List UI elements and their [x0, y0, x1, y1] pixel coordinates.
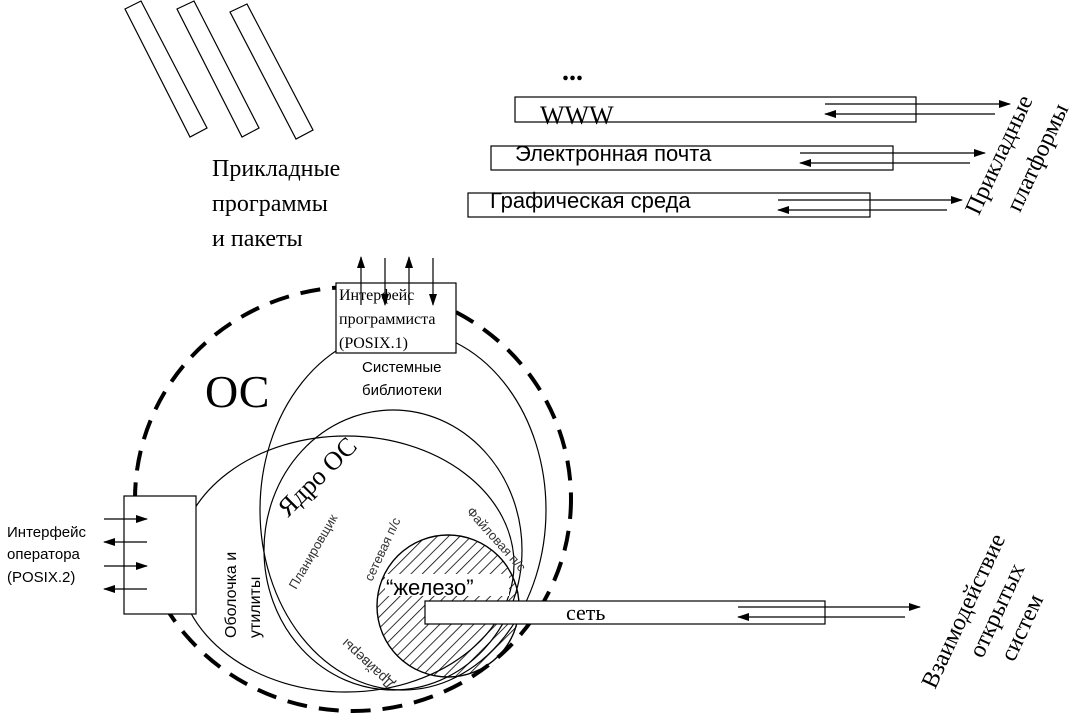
applications-label-line2: программы — [212, 191, 328, 217]
app-bar-2 — [176, 0, 260, 138]
hardware-label-bg — [385, 574, 509, 596]
operator-interface-line2: оператора — [7, 546, 81, 563]
network-label: сеть — [566, 600, 605, 625]
os-label: ОС — [205, 366, 269, 417]
kernel-circle — [263, 409, 523, 691]
network-box — [424, 600, 826, 625]
operator-interface-line3: (POSIX.2) — [7, 569, 75, 586]
shell-utilities-line1: Оболочка и — [223, 552, 240, 638]
operator-interface-arrows — [103, 515, 148, 593]
app-bar-3 — [229, 3, 314, 140]
graphics-label: Графическая среда — [490, 188, 691, 213]
programmer-interface-line1: Интерфейс — [339, 287, 414, 304]
shell-utilities-label: Оболочка и утилиты — [223, 552, 264, 638]
network-arrows — [737, 603, 921, 621]
shell-utilities-line2: утилиты — [247, 577, 264, 638]
applications-label-line3: и пакеты — [212, 226, 303, 252]
system-libraries-line1: Системные — [362, 359, 441, 376]
programmer-interface-line3: (POSIX.1) — [339, 335, 408, 352]
applications-label-line1: Прикладные — [212, 156, 340, 182]
operator-interface-box — [123, 495, 197, 615]
www-box — [514, 96, 917, 123]
platforms-label: Прикладные платформы — [961, 91, 1075, 218]
platform-arrows — [777, 100, 1011, 214]
email-label: Электронная почта — [515, 141, 712, 166]
platform-ellipsis: ... — [562, 56, 583, 87]
programmer-interface-arrows — [357, 256, 437, 306]
www-label: WWW — [540, 101, 614, 130]
graphics-box — [467, 192, 871, 218]
system-libraries-line2: библиотеки — [362, 382, 442, 399]
email-box — [490, 145, 894, 171]
operator-interface-line1: Интерфейс — [7, 524, 87, 541]
application-programs-graphic — [124, 0, 314, 140]
scheduler-label: Планировщик — [286, 511, 341, 591]
open-systems-label: Взаимодействие открытых систем — [917, 530, 1049, 692]
hardware-label: “железо” — [386, 575, 474, 600]
app-bar-1 — [124, 0, 208, 138]
programmer-interface-line2: программиста — [339, 311, 435, 328]
